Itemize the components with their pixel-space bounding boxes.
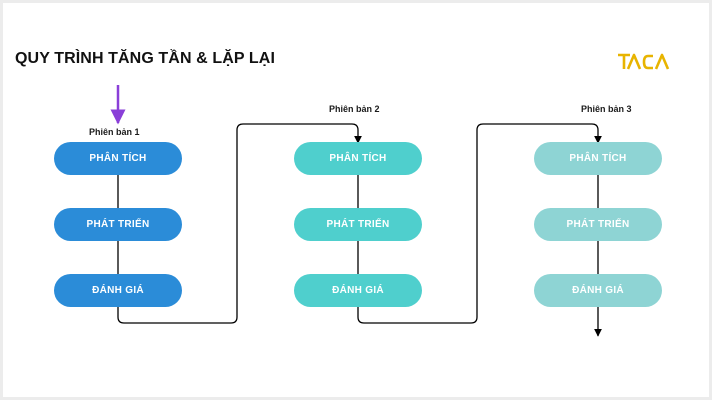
version-1-step-evaluation: ĐÁNH GIÁ [54, 274, 182, 307]
version-3-label: Phiên bản 3 [581, 104, 632, 114]
version-2-label: Phiên bản 2 [329, 104, 380, 114]
version-2-step-evaluation: ĐÁNH GIÁ [294, 274, 422, 307]
taca-logo-icon [618, 53, 670, 70]
page-title: QUY TRÌNH TĂNG TẦN & LẶP LẠI [15, 50, 275, 67]
version-3-step-evaluation: ĐÁNH GIÁ [534, 274, 662, 307]
version-2-step-development: PHÁT TRIỂN [294, 208, 422, 241]
version-1-step-analysis: PHÂN TÍCH [54, 142, 182, 175]
loop-connector-1-2 [117, 123, 362, 324]
slide: QUY TRÌNH TĂNG TẦN & LẶP LẠI [3, 3, 709, 397]
process-connectors [110, 85, 602, 337]
version-3-step-analysis: PHÂN TÍCH [534, 142, 662, 175]
version-2-step-analysis: PHÂN TÍCH [294, 142, 422, 175]
version-3-step-development: PHÁT TRIỂN [534, 208, 662, 241]
version-1-step-development: PHÁT TRIỂN [54, 208, 182, 241]
loop-connector-2-3 [357, 123, 602, 324]
version-1-label: Phiên bản 1 [89, 127, 140, 137]
